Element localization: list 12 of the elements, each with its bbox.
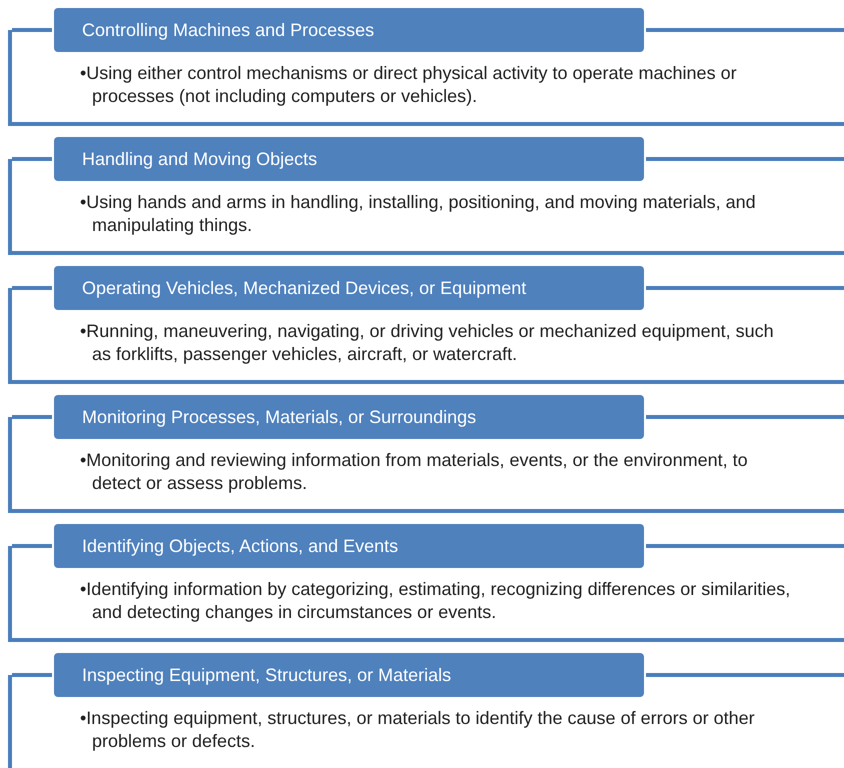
bullet-text: •Inspecting equipment, structures, or materials to identify the cause of errors or other problems or defects. [80,707,756,753]
header-band: Controlling Machines and Processes [54,8,644,52]
bullet-text: •Using either control mechanisms or direct physical activity to operate machines or processes (not including computers or vehicles). [80,62,738,108]
header-band: Operating Vehicles, Mechanized Devices, or Equipment [54,266,644,310]
bullet-text: •Monitoring and reviewing information from materials, events, or the environment, to detect or assess problems. [80,449,749,495]
header-band: Handling and Moving Objects [54,137,644,181]
bullet-text: •Using hands and arms in handling, installing, positioning, and moving materials, and manipulating things. [80,191,757,237]
header-band: Monitoring Processes, Materials, or Surroundings [54,395,644,439]
bullet-text: •Identifying information by categorizing, estimating, recognizing differences or similarities, and detecting changes in circumstances or events. [80,578,792,624]
header-band: Inspecting Equipment, Structures, or Materials [54,653,644,697]
header-band: Identifying Objects, Actions, and Events [54,524,644,568]
bullet-text: •Running, maneuvering, navigating, or driving vehicles or mechanized equipment, such as forklifts, passenger vehicles, aircraft, or watercraft. [80,320,775,366]
